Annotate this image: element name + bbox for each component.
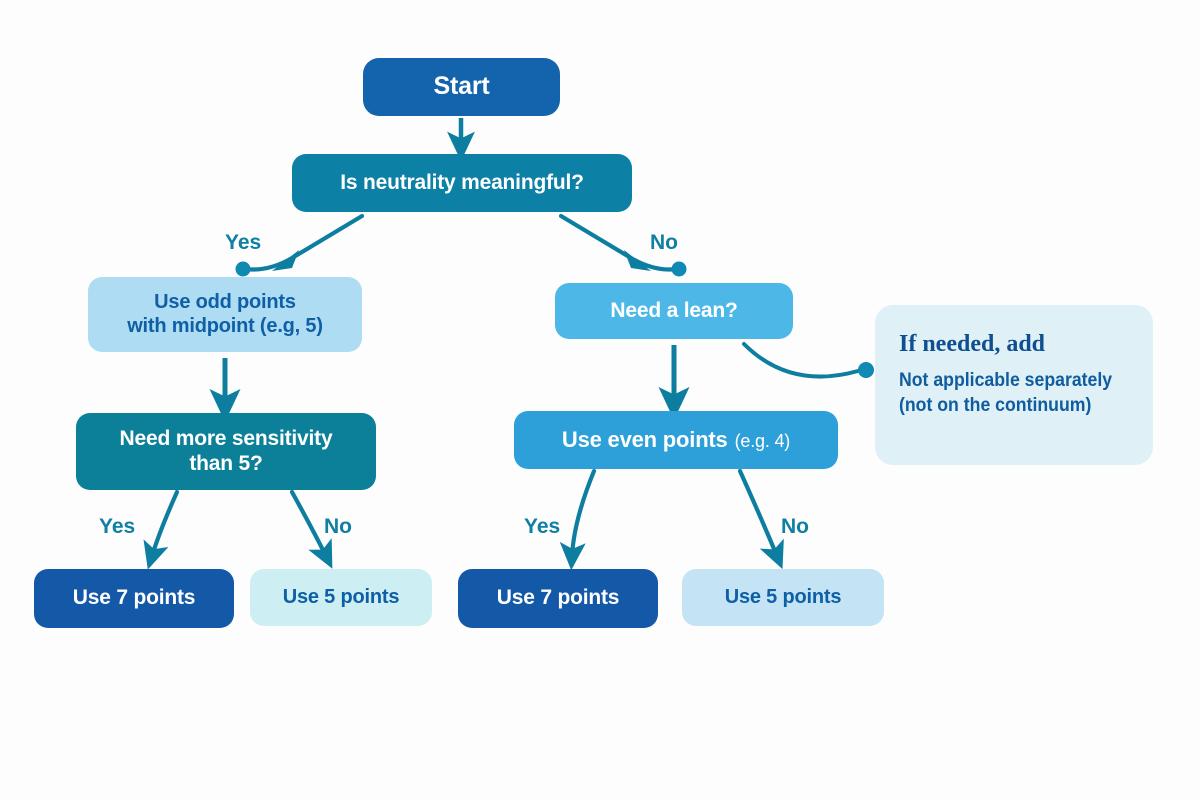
node-seven-right-label: Use 7 points	[496, 586, 620, 610]
node-need-more-sensitivity[interactable]: Need more sensitivity than 5?	[76, 413, 376, 490]
edge-label-yes-sensitivity: Yes	[99, 515, 136, 538]
node-use-odd-points[interactable]: Use odd points with midpoint (e.g, 5)	[88, 277, 362, 352]
node-sensitivity-text: Need more sensitivity than 5?	[120, 427, 333, 477]
note-line-1: Not applicable separately	[899, 370, 1113, 391]
note-title: If needed, add	[899, 331, 1046, 357]
edge-label-yes-even-points: Yes	[524, 515, 561, 538]
node-use-even-points[interactable]: Use even points (e.g. 4)	[514, 411, 838, 469]
node-five-left-label: Use 5 points	[282, 585, 400, 608]
node-use-7-points-left[interactable]: Use 7 points	[34, 569, 234, 628]
node-need-a-lean[interactable]: Need a lean?	[555, 283, 793, 339]
node-start[interactable]: Start	[363, 58, 560, 116]
edge-label-no-neutrality: No	[650, 231, 678, 254]
node-is-neutrality-meaningful[interactable]: Is neutrality meaningful?	[292, 154, 632, 212]
node-use-7-points-right[interactable]: Use 7 points	[458, 569, 658, 628]
node-even-points-text: Use even points (e.g. 4)	[562, 427, 790, 453]
edge-sensitivity-to-five-no	[289, 489, 333, 569]
node-seven-left-label: Use 7 points	[72, 586, 196, 610]
edge-sensitivity-to-seven-yes	[143, 489, 180, 570]
note-if-needed-add[interactable]: If needed, add Not applicable separately…	[875, 305, 1153, 465]
edge-lean-to-note	[742, 342, 874, 379]
node-neutrality-label: Is neutrality meaningful?	[340, 170, 584, 194]
edge-even-to-five-no	[737, 468, 784, 570]
node-five-right-label: Use 5 points	[724, 585, 842, 608]
node-odd-points-line1: Use odd points	[154, 290, 296, 313]
node-sensitivity-line1: Need more sensitivity	[119, 426, 333, 450]
edge-label-no-even-points: No	[781, 515, 809, 538]
node-use-5-points-right[interactable]: Use 5 points	[682, 569, 884, 626]
node-even-points-sub: (e.g. 4)	[734, 431, 791, 452]
node-sensitivity-line2: than 5?	[189, 451, 263, 475]
edge-even-to-seven-yes	[559, 468, 597, 571]
note-line-2: (not on the continuum)	[899, 394, 1092, 416]
node-odd-points-line2: with midpoint (e.g, 5)	[127, 314, 323, 337]
node-odd-points-text: Use odd points with midpoint (e.g, 5)	[127, 291, 323, 338]
node-start-label: Start	[433, 72, 490, 101]
node-need-lean-label: Need a lean?	[610, 298, 738, 322]
edge-label-no-sensitivity: No	[324, 515, 352, 538]
edge-label-yes-neutrality: Yes	[225, 231, 262, 254]
node-use-5-points-left[interactable]: Use 5 points	[250, 569, 432, 626]
node-even-points-main: Use even points	[561, 427, 728, 453]
